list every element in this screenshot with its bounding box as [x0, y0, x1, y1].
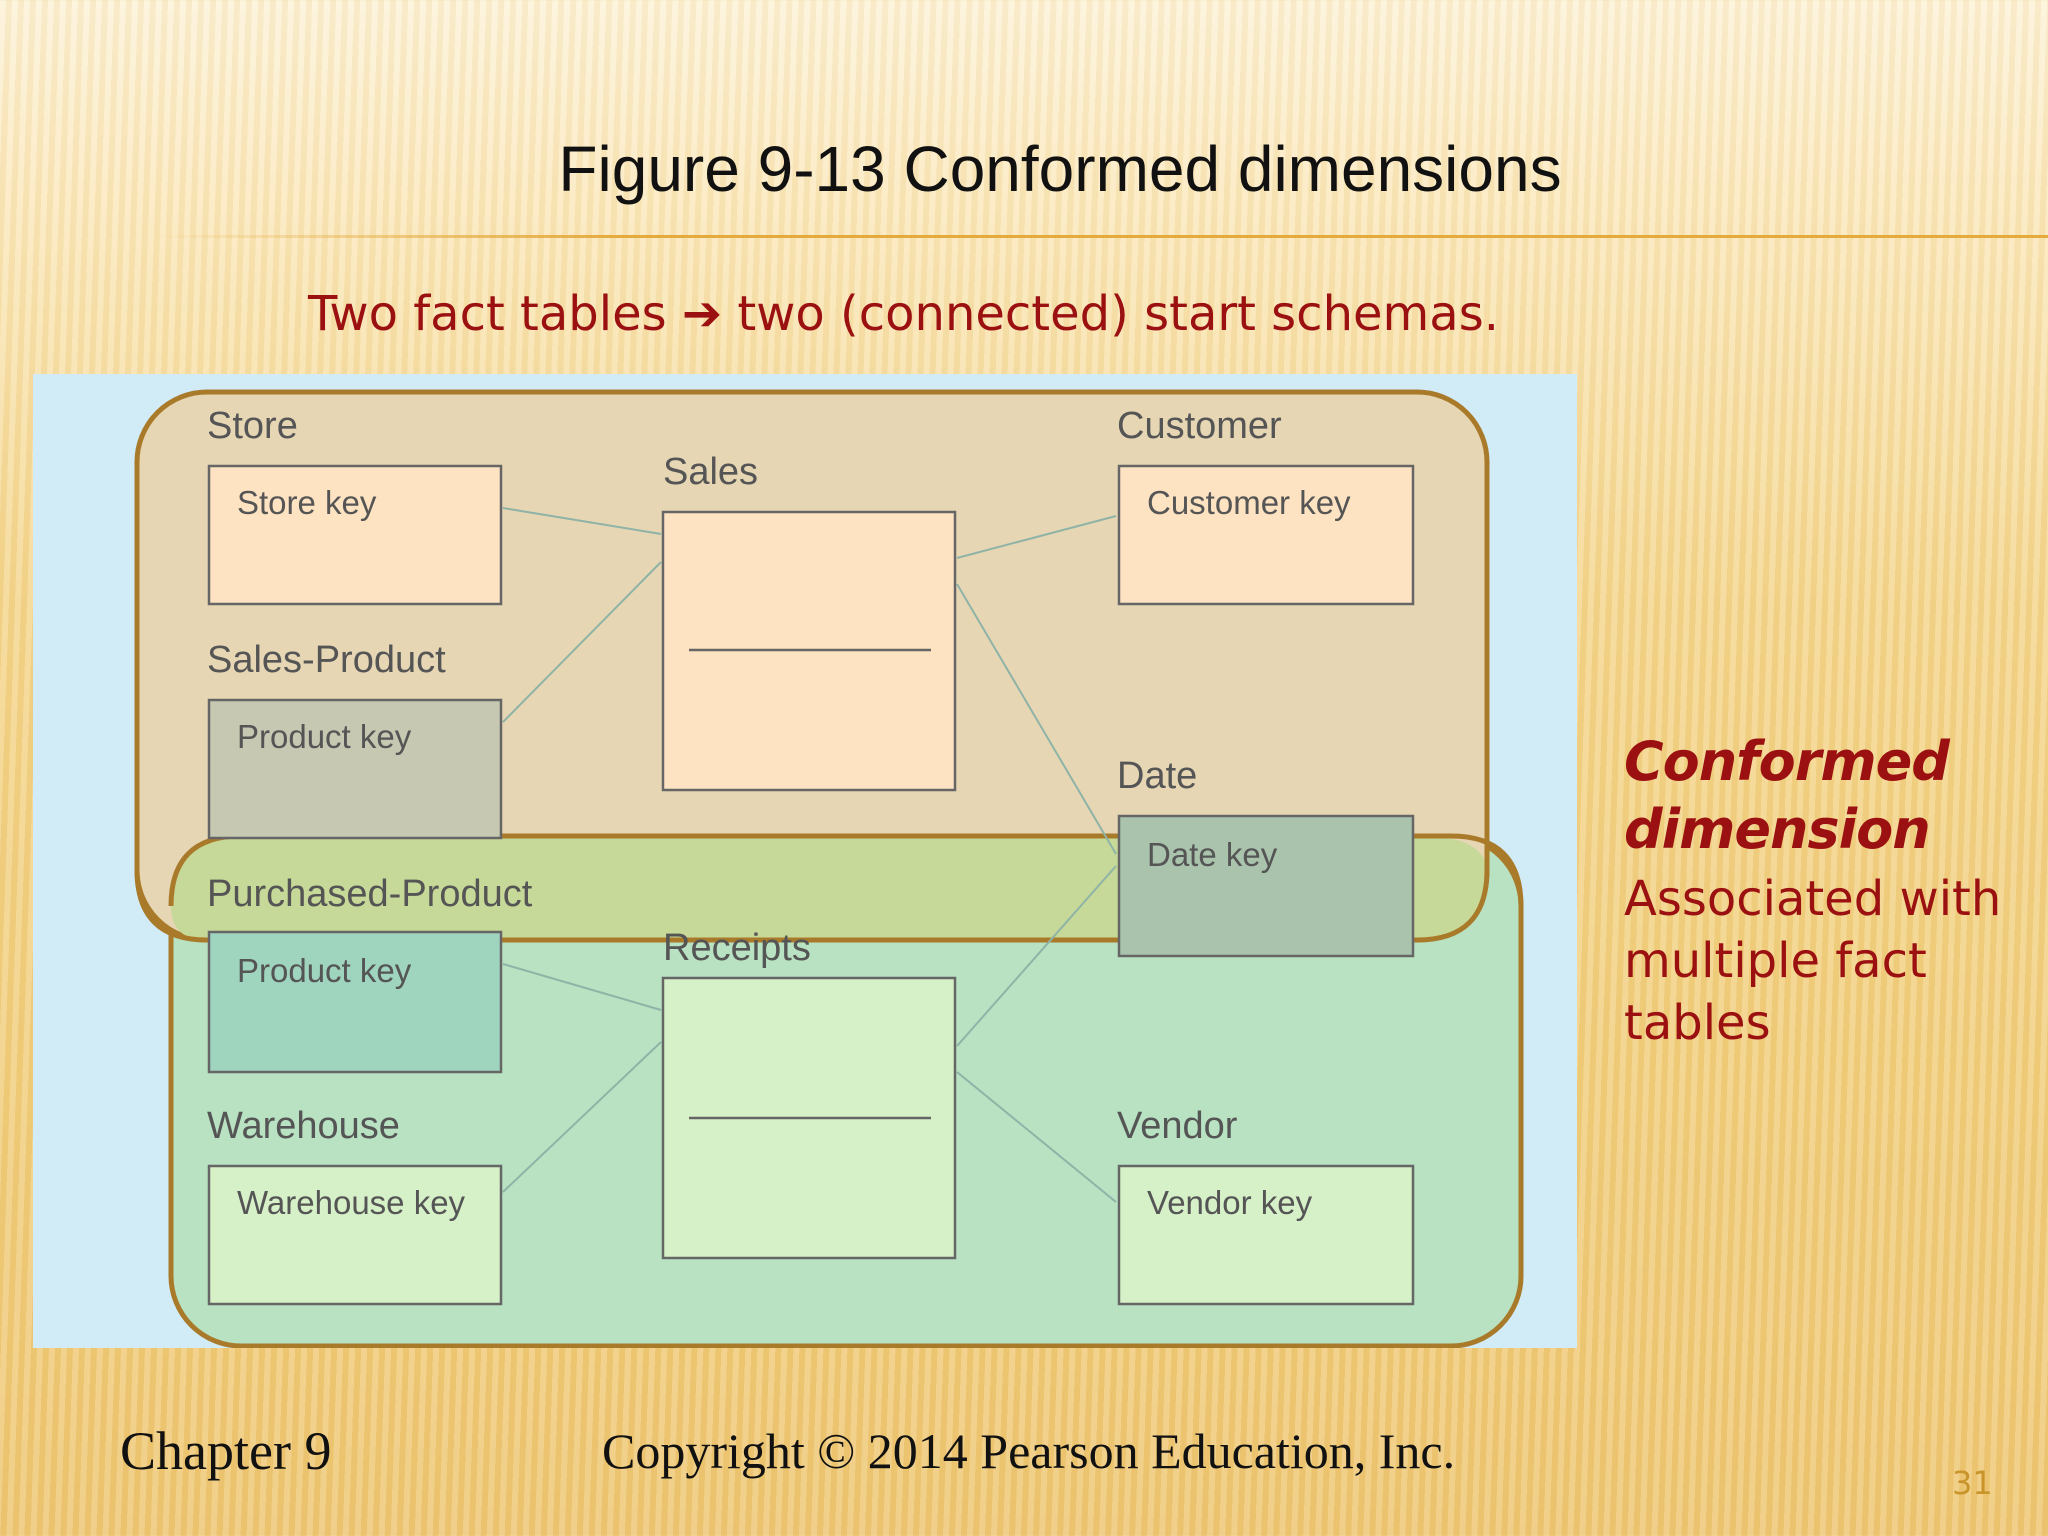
- connector-store-sales: [502, 507, 662, 535]
- warehouse-title: Warehouse: [207, 1105, 400, 1147]
- receipts-title: Receipts: [663, 927, 811, 969]
- store-title: Store: [207, 405, 298, 447]
- connector-warehouse-receipts: [502, 1041, 662, 1193]
- sales-product-key: Product key: [237, 718, 412, 755]
- note-description-line: Associated with: [1624, 871, 2002, 927]
- note-description-line: multiple fact: [1624, 933, 1927, 989]
- store-table: [207, 464, 503, 606]
- vendor-title: Vendor: [1117, 1105, 1238, 1147]
- sales-product-table: [207, 698, 503, 840]
- vendor-key: Vendor key: [1147, 1184, 1313, 1221]
- footer-copyright: Copyright © 2014 Pearson Education, Inc.: [602, 1423, 1456, 1479]
- conformed-dimension-note: Conformed dimension Associated with mult…: [1624, 728, 2034, 1054]
- sales-product-title: Sales-Product: [207, 639, 446, 681]
- customer-title: Customer: [1117, 405, 1282, 447]
- store-key: Store key: [237, 484, 377, 521]
- connector-receipts-date: [956, 865, 1117, 1047]
- note-emphasis-line2: dimension: [1624, 798, 1931, 861]
- sales-title: Sales: [663, 451, 758, 493]
- note-description: Associated with multiple fact tables: [1624, 868, 2034, 1054]
- date-table: [1117, 814, 1415, 958]
- purchased-product-table: [207, 930, 503, 1074]
- connector-sales-customer: [956, 515, 1117, 559]
- customer-table: [1117, 464, 1415, 606]
- customer-key: Customer key: [1147, 484, 1351, 521]
- connector-purchasedproduct-receipts: [502, 963, 662, 1011]
- warehouse-key: Warehouse key: [237, 1184, 466, 1221]
- footer-chapter: Chapter 9: [120, 1421, 332, 1481]
- schema-connectors: [502, 507, 1117, 1203]
- note-emphasis-line1: Conformed: [1624, 730, 1950, 793]
- purchased-product-title: Purchased-Product: [207, 873, 533, 915]
- date-title: Date: [1117, 755, 1197, 797]
- connector-sales-date: [956, 583, 1117, 855]
- slide-title: Figure 9-13 Conformed dimensions: [558, 133, 1562, 205]
- note-description-line: tables: [1624, 995, 1771, 1051]
- connector-salesproduct-sales: [502, 561, 662, 723]
- title-divider: [150, 235, 2048, 238]
- sales-group-outline-overlay: [134, 462, 1490, 943]
- receipts-group-outline-overlay: [168, 833, 1524, 907]
- vendor-table: [1117, 1164, 1415, 1306]
- conformed-dimensions-diagram: Store Store key Sales-Product Product ke…: [33, 374, 1577, 1349]
- purchased-product-key: Product key: [237, 952, 412, 989]
- connector-receipts-vendor: [956, 1071, 1117, 1203]
- warehouse-table: [207, 1164, 503, 1306]
- date-key: Date key: [1147, 836, 1278, 873]
- page-number: 31: [1952, 1464, 1993, 1502]
- slide-subtitle: Two fact tables ➔ two (connected) start …: [308, 286, 1499, 342]
